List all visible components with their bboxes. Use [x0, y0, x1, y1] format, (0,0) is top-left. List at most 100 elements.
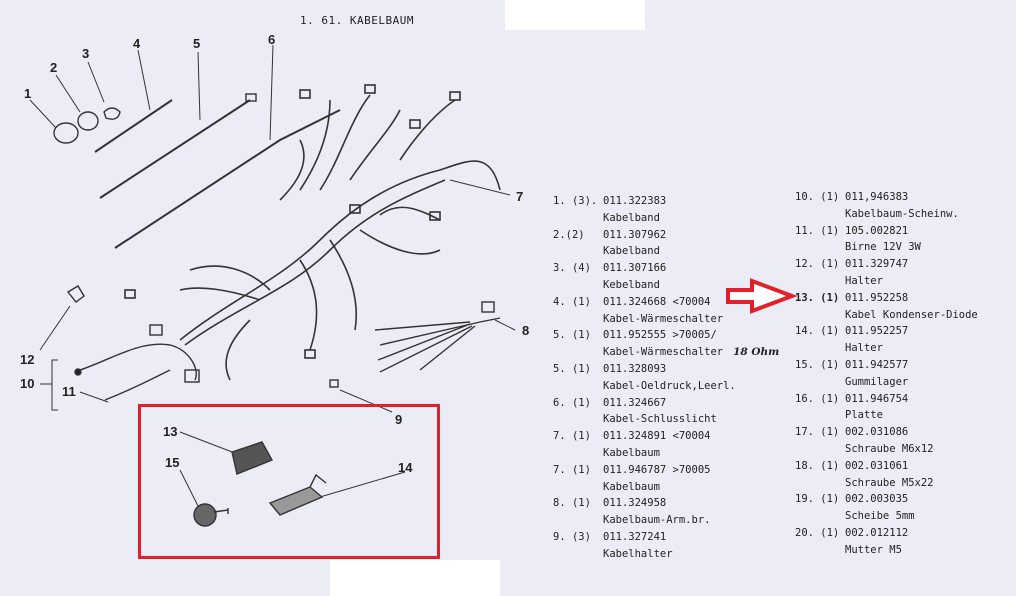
highlight-box [138, 404, 440, 559]
part-description: Kabelbaum [603, 479, 660, 496]
part-description: Kabelbaum-Arm.br. [603, 512, 710, 529]
part-description: Kabel-Schlusslicht [603, 411, 717, 428]
part-number: 011.322383 [603, 195, 667, 207]
part-description: Scheibe 5mm [845, 508, 915, 525]
part-number: 105.002821 [845, 224, 909, 237]
part-number: 011.329747 [845, 258, 909, 271]
part-number: 011.952555 >70005/ [603, 329, 717, 342]
item-number-qty: 16. (1) [795, 392, 840, 405]
main-harness [124, 84, 501, 381]
part-number: 011.328093 [603, 362, 667, 375]
part-description-text: Kabel Kondenser-Diode [845, 308, 978, 321]
part-description: Kabel-Oeldruck,Leerl. [603, 378, 736, 395]
item-number-qty: 12. (1) [795, 258, 840, 271]
item-number-qty: 10. (1) [795, 191, 840, 203]
part-description-text: Birne 12V 3W [845, 241, 921, 254]
item-number-qty: 9. (3) [553, 530, 591, 543]
callout-12: 12 [20, 352, 35, 367]
item-number-qty: 7. (1) [553, 463, 591, 476]
condenser-diode-13 [231, 441, 273, 475]
part-description-text: Mutter M5 [845, 543, 902, 556]
callout-2: 2 [50, 60, 58, 75]
item-number-qty: 14. (1) [795, 325, 840, 338]
part-description: Halter [845, 273, 883, 290]
callout-5: 5 [193, 36, 201, 51]
part-description: Platte [845, 407, 883, 424]
item-number-qty: 1. (3). [553, 195, 598, 207]
part-description-text: Kebelband [603, 278, 660, 291]
part-number: 002.003035 [845, 493, 909, 506]
part-description-text: Kabelbaum [603, 480, 660, 493]
callout-10: 10 [20, 376, 35, 391]
bracket-14 [268, 486, 324, 516]
red-arrow-icon [726, 278, 798, 314]
item-number-qty: 3. (4) [553, 262, 591, 275]
part-number: 011.946787 >70005 [603, 463, 711, 476]
part-description-text: Scheibe 5mm [845, 510, 915, 523]
part-number: 011.952257 [845, 325, 909, 338]
cable-6 [114, 109, 341, 249]
item-number-qty: 5. (1) [553, 329, 591, 342]
part-description-text: Halter [845, 274, 883, 287]
harness-8 [374, 301, 501, 373]
part-description-text: Schraube M6x12 [845, 442, 934, 455]
callout-14: 14 [398, 460, 413, 475]
item-number-qty: 5. (1) [553, 362, 591, 375]
cable-tie-3 [103, 107, 121, 120]
part-number: 011,946383 [845, 191, 909, 203]
callout-4: 4 [133, 36, 141, 51]
item-number-qty: 18. (1) [795, 459, 840, 472]
part-description-text: Kabel-Schlusslicht [603, 413, 717, 426]
part-number: 011.324668 <70004 [603, 295, 711, 308]
bottom-white-patch [330, 560, 500, 596]
callout-11: 11 [62, 384, 76, 399]
part-description-text: Kabel-Wärmeschalter [603, 346, 724, 359]
part-description: Schraube M6x12 [845, 441, 934, 458]
cable-4 [94, 99, 173, 153]
part-number: 002.012112 [845, 526, 909, 539]
handwritten-note: 18 Ohm [733, 346, 780, 359]
part-description: Kabelbaum-Scheinw. [845, 206, 959, 223]
item-number-qty: 13. (1) [795, 291, 840, 304]
part-number: 011.327241 [603, 530, 667, 543]
callout-8: 8 [522, 323, 530, 338]
part-number: 011.324667 [603, 396, 667, 409]
part-description: Kebelband [603, 277, 660, 294]
part-description: Birne 12V 3W [845, 239, 921, 256]
item-number-qty: 11. (1) [795, 224, 840, 237]
diagram-title: 1. 61. KABELBAUM [300, 14, 414, 27]
callout-3: 3 [82, 46, 90, 61]
item-number-qty: 7. (1) [553, 430, 591, 443]
part-description-text: Kabelhalter [603, 547, 673, 560]
part-description: Kabelband [603, 243, 660, 260]
part-number: 011.324891 <70004 [603, 430, 711, 443]
cable-tie-2 [77, 111, 99, 131]
rubber-mount-15 [193, 503, 217, 527]
cable-tie-1 [53, 122, 79, 144]
part-number: 002.031061 [845, 459, 909, 472]
boxed-parts [179, 431, 406, 527]
item-number-qty: 2.(2) [553, 228, 585, 241]
part-description: Mutter M5 [845, 542, 902, 559]
part-number: 011.324958 [603, 497, 667, 510]
item-number-qty: 19. (1) [795, 493, 840, 506]
cable-5 [99, 99, 251, 199]
part-description: Schraube M5x22 [845, 475, 934, 492]
top-white-patch [505, 0, 645, 30]
callout-1: 1 [24, 86, 32, 101]
part-number: 011.952258 [845, 291, 909, 304]
part-description-text: Kabelbaum-Scheinw. [845, 207, 959, 220]
callout-7: 7 [516, 189, 524, 204]
part-number: 011.942577 [845, 358, 909, 371]
holder-12 [66, 285, 85, 303]
harness-10 [74, 324, 200, 401]
part-description: Kabel-Wärmeschalter [603, 311, 723, 328]
part-description: Kabelhalter [603, 546, 673, 563]
part-description: Kabelbaum [603, 445, 660, 462]
part-description-text: Kabel-Oeldruck,Leerl. [603, 379, 736, 392]
part-description-text: Kabel-Wärmeschalter [603, 312, 724, 325]
item-number-qty: 17. (1) [795, 426, 840, 439]
part-number: 011.307962 [603, 228, 667, 241]
callout-13: 13 [163, 424, 178, 439]
